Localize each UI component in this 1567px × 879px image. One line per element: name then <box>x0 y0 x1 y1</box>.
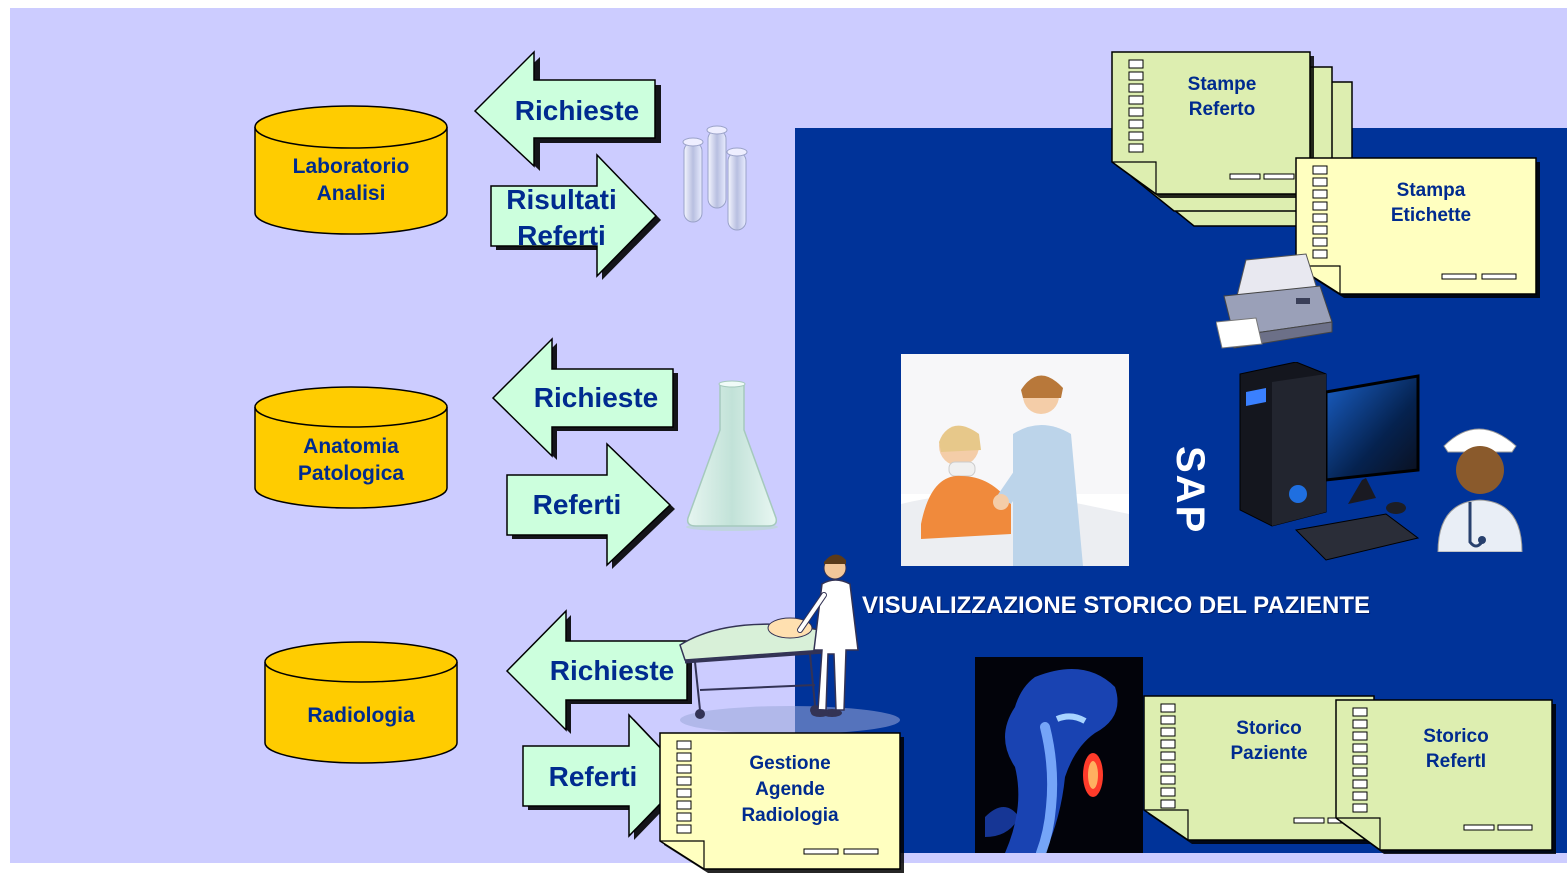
arrow-lab-risultati: Risultati Referti <box>490 153 662 280</box>
document-stampe-referto: Stampe Referto <box>1111 51 1362 232</box>
document-stampa-etichette: Stampa Etichette <box>1295 157 1542 300</box>
doc-title: Stampa <box>1396 180 1466 201</box>
nurse-patient-photo <box>901 354 1129 566</box>
document-gestione-agende: Gestione Agende Radiologia <box>659 732 906 875</box>
doc-title: Paziente <box>1230 743 1308 764</box>
arrow-label: Referti <box>517 220 606 251</box>
arrow-label: Referti <box>532 489 622 520</box>
sap-caption: VISUALIZZAZIONE STORICO DEL PAZIENTE <box>862 592 1371 619</box>
doc-title: Gestione <box>749 753 831 774</box>
arrow-label: Richieste <box>549 655 675 686</box>
doc-title: Storico <box>1236 718 1302 739</box>
database-label: Radiologia <box>307 704 415 727</box>
test-tubes-icon <box>676 124 762 234</box>
doc-title: Storico <box>1423 726 1489 747</box>
database-laboratorio: Laboratorio Analisi <box>254 105 448 235</box>
arrow-label: Referti <box>548 761 638 792</box>
sap-title: SAP <box>1168 445 1212 535</box>
document-storico-referti: Storico RefertI <box>1335 699 1558 856</box>
arrow-label: Richieste <box>514 95 640 126</box>
arrow-label: Risultati <box>506 184 617 215</box>
arrow-lab-richieste: Richieste <box>473 50 661 171</box>
database-anatomia: Anatomia Patologica <box>254 385 448 510</box>
computer-icon <box>1236 361 1422 568</box>
document-storico-paziente: Storico Paziente <box>1143 695 1380 846</box>
arrow-anatomia-richieste: Richieste <box>491 337 678 460</box>
database-label: Anatomia Patologica <box>297 435 405 485</box>
arrow-radiologia-referti: Referti <box>522 713 694 840</box>
arrow-label: Richieste <box>533 382 659 413</box>
doc-title: Radiologia <box>741 805 839 826</box>
database-radiologia: Radiologia <box>264 640 458 765</box>
arrow-radiologia-richieste: Richieste <box>505 609 692 734</box>
doctor-avatar-icon <box>1430 412 1526 553</box>
doc-title: RefertI <box>1425 751 1487 772</box>
doc-title: Agende <box>755 779 825 800</box>
doc-title: Etichette <box>1390 205 1472 226</box>
spine-scan-photo <box>975 657 1143 858</box>
doc-title: Referto <box>1188 99 1256 120</box>
database-label: Laboratorio Analisi <box>292 155 410 205</box>
arrow-anatomia-referti: Referti <box>506 442 676 569</box>
printer-icon <box>1215 252 1336 352</box>
doc-title: Stampe <box>1187 74 1257 95</box>
stretcher-nurse-icon <box>660 550 900 738</box>
flask-icon <box>684 380 780 532</box>
